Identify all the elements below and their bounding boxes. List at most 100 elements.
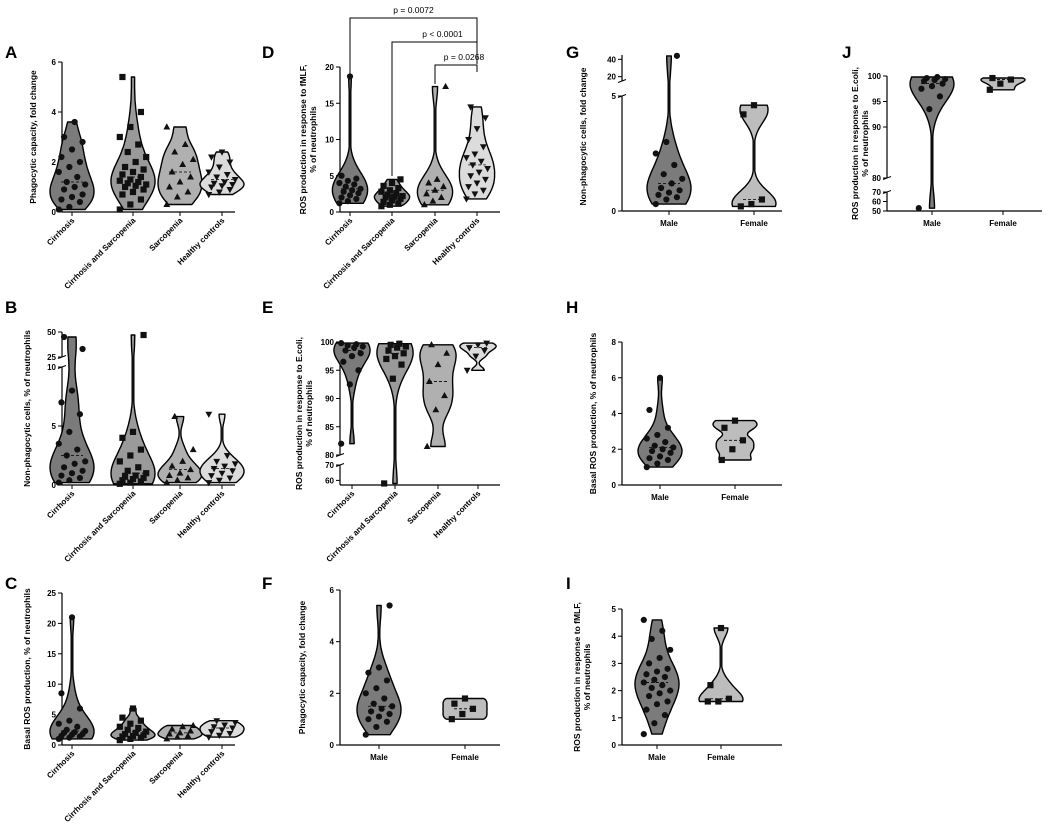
data-point (429, 197, 437, 204)
data-point (467, 104, 475, 111)
y-axis-label: Basal ROS production, % of neutrophils (588, 332, 598, 494)
data-point (469, 705, 477, 712)
data-point (163, 478, 171, 486)
data-point (76, 705, 84, 712)
data-point (168, 168, 176, 175)
data-point (640, 679, 647, 686)
data-point (208, 473, 215, 480)
y-tick-label: 0 (330, 208, 335, 217)
violin-2 (110, 705, 156, 744)
data-point (82, 458, 89, 465)
data-point (365, 716, 372, 723)
data-point (55, 720, 62, 727)
data-point (654, 431, 661, 439)
y-axis-label-line: ROS production in response to fMLF, (298, 65, 308, 215)
violin-1 (637, 374, 683, 471)
data-point (989, 74, 996, 82)
data-point (359, 343, 366, 350)
data-point (652, 150, 659, 157)
data-point (82, 727, 89, 735)
data-point (717, 624, 725, 632)
data-point (63, 452, 70, 459)
data-point (221, 722, 229, 729)
data-point (355, 367, 362, 374)
data-point (1007, 76, 1015, 83)
data-point (338, 194, 345, 201)
violin-body (646, 55, 692, 205)
data-point (386, 201, 393, 208)
data-point (226, 159, 234, 166)
y-tick-label: 0 (612, 481, 617, 490)
data-point (740, 111, 747, 118)
x-tick-label: Female (740, 219, 768, 228)
data-point (231, 461, 239, 468)
data-point (132, 158, 139, 166)
data-point (60, 133, 68, 141)
data-point (383, 355, 390, 363)
panel-label: I (566, 574, 571, 593)
data-point (643, 435, 650, 442)
data-point (137, 717, 145, 724)
data-point (667, 449, 674, 456)
y-tick-label: 90 (325, 395, 334, 404)
data-point (362, 731, 369, 738)
data-point (479, 187, 487, 194)
y-axis-label: Non-phagocytic cells, % of neutrophils (22, 330, 32, 487)
p-value-label: p < 0.0001 (422, 29, 463, 39)
data-point (340, 358, 347, 365)
data-point (402, 343, 409, 350)
data-point (370, 700, 377, 707)
data-point (399, 192, 406, 200)
data-point (58, 153, 65, 161)
data-point (353, 175, 360, 182)
y-axis-label: ROS production in response to fMLF,% of … (298, 65, 318, 215)
y-tick-label: 5 (612, 605, 617, 614)
data-point (55, 206, 62, 213)
violin-4 (199, 149, 245, 199)
data-point (388, 197, 396, 204)
data-point (140, 186, 147, 193)
data-point (461, 695, 469, 702)
data-point (663, 196, 670, 203)
data-point (338, 172, 345, 179)
data-point (79, 345, 86, 353)
violin-1 (634, 616, 680, 738)
data-point (143, 470, 150, 477)
violin-4 (458, 104, 496, 203)
data-point (942, 75, 949, 83)
significance-bracket (391, 41, 478, 176)
data-point (351, 181, 358, 188)
data-point (187, 465, 194, 473)
data-point (643, 464, 650, 471)
data-point (119, 714, 126, 721)
data-point (215, 164, 223, 171)
data-point (451, 700, 458, 707)
data-point (82, 181, 89, 188)
data-point (662, 439, 669, 446)
data-point (127, 452, 134, 459)
violin-1 (646, 52, 692, 208)
violin-2 (731, 102, 777, 210)
data-point (58, 399, 65, 406)
data-point (135, 178, 142, 186)
data-point (338, 440, 345, 447)
data-point (166, 183, 173, 190)
data-point (213, 174, 221, 181)
data-point (432, 406, 440, 413)
data-point (79, 138, 86, 146)
panel-label: G (566, 43, 579, 62)
data-point (433, 175, 441, 182)
data-point (383, 677, 391, 684)
data-point (63, 726, 70, 733)
data-point (342, 347, 349, 354)
data-point (168, 725, 176, 732)
data-point (205, 192, 213, 199)
data-point (55, 168, 62, 176)
y-tick-label: 70 (872, 188, 881, 197)
data-point (654, 460, 661, 467)
x-tick-label: Sarcopenia (148, 489, 185, 526)
